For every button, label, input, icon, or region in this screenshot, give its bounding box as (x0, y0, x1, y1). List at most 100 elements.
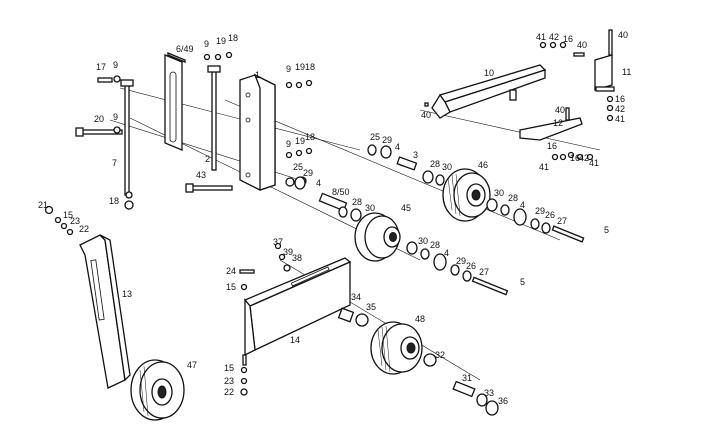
label-46: 46 (478, 160, 488, 170)
label-9a: 9 (113, 60, 118, 70)
label-2: 2 (205, 154, 210, 164)
rings-right (294, 144, 585, 416)
label-18d: 18 (109, 196, 119, 206)
label-15c: 15 (224, 363, 234, 373)
label-30c: 30 (494, 188, 504, 198)
label-41d: 41 (589, 158, 599, 168)
label-34: 34 (351, 292, 361, 302)
hardware-right (539, 41, 614, 161)
bracket-13 (79, 234, 131, 389)
label-25a: 25 (370, 132, 380, 142)
label-47: 47 (187, 360, 197, 370)
label-8-50: 8/50 (332, 187, 350, 197)
label-40c: 40 (555, 105, 565, 115)
label-18a: 18 (228, 33, 238, 43)
label-27b: 27 (479, 267, 489, 277)
rods-2-7 (120, 65, 221, 196)
label-28b: 28 (352, 197, 362, 207)
label-40d: 40 (421, 110, 431, 120)
label-12: 12 (553, 118, 563, 128)
label-28c: 28 (508, 193, 518, 203)
label-29a: 29 (382, 135, 392, 145)
label-22a: 22 (79, 224, 89, 234)
label-5a: 5 (604, 225, 609, 235)
label-39: 39 (283, 247, 293, 257)
label-42c: 42 (579, 153, 589, 163)
label-42a: 42 (549, 32, 559, 42)
label-10: 10 (484, 68, 494, 78)
label-30b: 30 (365, 203, 375, 213)
bolts-left (75, 77, 233, 193)
bracket-6-49 (164, 52, 186, 151)
label-4c: 4 (520, 200, 525, 210)
label-17: 17 (96, 62, 106, 72)
label-26a: 26 (545, 210, 555, 220)
label-38: 38 (292, 253, 302, 263)
label-3: 3 (413, 150, 418, 160)
label-20: 20 (94, 114, 104, 124)
label-41b: 41 (615, 114, 625, 124)
label-40b: 40 (577, 40, 587, 50)
label-35: 35 (366, 302, 376, 312)
label-41c: 41 (539, 162, 549, 172)
label-27a: 27 (557, 216, 567, 226)
pulley-45 (354, 212, 401, 262)
label-37: 37 (273, 237, 283, 247)
label-9e: 9 (286, 139, 291, 149)
label-19c: 19 (295, 136, 305, 146)
part-labels: 1 2 3 4 4 4 4 5 5 6/49 7 8/50 9 9 9 9 9 … (38, 30, 631, 406)
label-13: 13 (122, 289, 132, 299)
label-19b: 19 (295, 62, 305, 72)
label-24: 24 (226, 266, 236, 276)
label-45: 45 (401, 203, 411, 213)
plate-14 (243, 257, 352, 357)
label-15a: 15 (63, 210, 73, 220)
label-28a: 28 (430, 159, 440, 169)
label-18b: 18 (305, 62, 315, 72)
label-9c: 9 (204, 39, 209, 49)
label-5b: 5 (520, 277, 525, 287)
label-26b: 26 (466, 261, 476, 271)
label-43: 43 (196, 170, 206, 180)
label-29b: 29 (303, 168, 313, 178)
pulley-47 (130, 359, 185, 421)
label-40a: 40 (618, 30, 628, 40)
label-42b: 42 (615, 104, 625, 114)
hardware-left (44, 205, 291, 396)
channel-10-assembly (424, 29, 615, 141)
label-14: 14 (290, 335, 300, 345)
label-16b: 16 (615, 94, 625, 104)
label-21: 21 (38, 200, 48, 210)
label-16c: 16 (547, 141, 557, 151)
label-9d: 9 (286, 64, 291, 74)
label-15b: 15 (226, 282, 236, 292)
label-30d: 30 (418, 236, 428, 246)
label-25b: 25 (293, 162, 303, 172)
label-22b: 22 (224, 387, 234, 397)
label-29c: 29 (535, 206, 545, 216)
label-48: 48 (415, 314, 425, 324)
label-18c: 18 (305, 132, 315, 142)
label-31: 31 (462, 373, 472, 383)
shafts-spacers (318, 156, 476, 398)
label-23b: 23 (224, 376, 234, 386)
label-6-49: 6/49 (176, 44, 194, 54)
bracket-1 (239, 73, 276, 191)
label-30a: 30 (442, 162, 452, 172)
label-7: 7 (112, 158, 117, 168)
label-33: 33 (484, 388, 494, 398)
label-41a: 41 (536, 32, 546, 42)
label-1: 1 (255, 70, 260, 80)
label-23a: 23 (70, 216, 80, 226)
label-29d: 29 (456, 256, 466, 266)
pulley-48 (370, 321, 423, 375)
label-4b: 4 (316, 178, 321, 188)
label-19a: 19 (216, 36, 226, 46)
label-11: 11 (622, 67, 631, 77)
label-9b: 9 (113, 112, 118, 122)
label-4d: 4 (444, 248, 449, 258)
label-16a: 16 (563, 34, 573, 44)
label-4a: 4 (395, 142, 400, 152)
pulley-46 (442, 168, 491, 222)
